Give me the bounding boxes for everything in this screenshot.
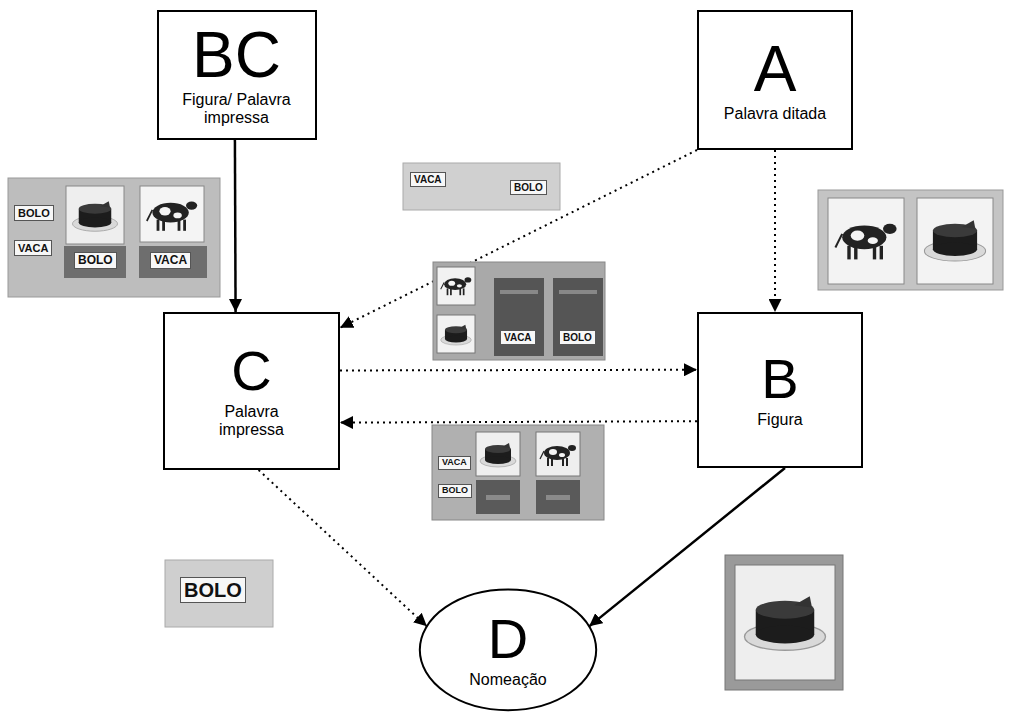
card-word: VACA <box>438 456 471 470</box>
card-word: BOLO <box>510 180 547 195</box>
photo-printed-words <box>403 163 560 210</box>
card-word: BOLO <box>559 330 596 345</box>
card-word: VACA <box>14 240 52 256</box>
node-letter: B <box>761 351 798 407</box>
node-content: B Figura <box>757 351 802 429</box>
stimulus-box: A Palavra ditada <box>697 10 853 150</box>
node-content: BC Figura/ Palavra impressa <box>167 23 307 128</box>
node-letter: D <box>488 611 528 667</box>
card-word: BOLO <box>438 484 472 498</box>
dotted-arrow <box>340 421 697 422</box>
stimulus-box: BC Figura/ Palavra impressa <box>157 10 317 140</box>
node-content: C Palavra impressa <box>202 343 302 440</box>
photo-single-picture <box>725 555 843 690</box>
card-word: BOLO <box>74 252 117 269</box>
node-caption: Figura/ Palavra impressa <box>167 91 307 128</box>
stimulus-box: B Figura <box>697 312 863 468</box>
node-caption: Figura <box>757 411 802 429</box>
solid-arrow <box>234 140 237 312</box>
photo-word-to-picture <box>432 425 604 520</box>
photo-word-card <box>165 560 273 627</box>
photo-picture-to-word <box>433 262 605 360</box>
node-content: D Nomeação <box>469 611 546 689</box>
card-word: VACA <box>500 330 536 345</box>
card-word: VACA <box>410 172 446 187</box>
node-letter: C <box>231 343 271 399</box>
node-caption: Nomeação <box>469 671 546 689</box>
dotted-arrow <box>774 150 776 312</box>
ellipse-outline <box>418 587 598 713</box>
node-caption: Palavra ditada <box>724 105 826 123</box>
dotted-arrow <box>340 369 697 372</box>
stimulus-box: C Palavra impressa <box>163 312 340 470</box>
node-letter: A <box>754 37 797 101</box>
card-word: VACA <box>150 252 191 269</box>
node-caption: Palavra impressa <box>202 403 302 440</box>
naming-ellipse: D Nomeação <box>418 587 598 713</box>
photo-matching-board <box>8 178 220 297</box>
card-word: BOLO <box>14 205 54 221</box>
node-content: A Palavra ditada <box>724 37 826 123</box>
photo-pictures <box>818 190 1003 290</box>
card-word: BOLO <box>180 577 246 603</box>
node-letter: BC <box>192 23 281 87</box>
dotted-arrow <box>259 470 427 626</box>
